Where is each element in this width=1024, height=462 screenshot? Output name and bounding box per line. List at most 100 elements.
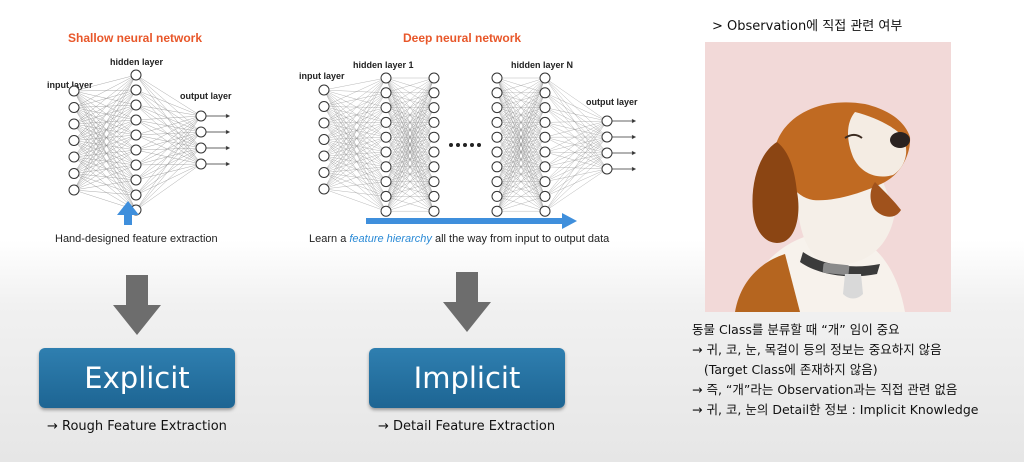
neuron-node (318, 117, 330, 129)
down-arrow-icon (113, 275, 161, 335)
note-line: → 귀, 코, 눈의 Detail한 정보 : Implicit Knowled… (692, 402, 979, 417)
neuron-node (539, 72, 551, 84)
neuron-node (380, 146, 392, 158)
neuron-node (491, 146, 503, 158)
neuron-node (491, 205, 503, 217)
neuron-node (428, 190, 440, 202)
neuron-node (68, 118, 80, 130)
explicit-caption: → Rough Feature Extraction (47, 419, 227, 434)
neuron-node (428, 102, 440, 114)
neuron-node (601, 147, 613, 159)
neuron-node (428, 131, 440, 143)
neuron-node (380, 102, 392, 114)
neuron-node (195, 126, 207, 138)
neuron-node (68, 168, 80, 179)
shallow-network-diagram (68, 69, 231, 225)
feature-up-arrow-icon (117, 201, 139, 225)
neuron-node (491, 131, 503, 143)
neuron-node (380, 205, 392, 217)
note-line: → 귀, 코, 눈, 목걸이 등의 정보는 중요하지 않음 (692, 342, 942, 357)
neuron-node (539, 116, 551, 128)
neuron-node (130, 174, 142, 186)
shallow-input-layer-label: input layer (47, 80, 93, 90)
neuron-node (130, 129, 142, 141)
deep-network-diagram (318, 72, 637, 229)
shallow-nn-title: Shallow neural network (68, 31, 203, 45)
neuron-node (539, 176, 551, 188)
neuron-node (68, 85, 80, 97)
neuron-node (380, 131, 392, 143)
neuron-node (195, 110, 207, 122)
neuron-node (428, 146, 440, 158)
neuron-node (428, 161, 440, 173)
neuron-node (491, 72, 503, 84)
neuron-node (380, 116, 392, 128)
observation-title: > Observation에 직접 관련 여부 (712, 19, 903, 34)
shallow-output-layer-label: output layer (180, 91, 232, 101)
neuron-node (380, 176, 392, 188)
neuron-node (380, 190, 392, 202)
neuron-node (68, 184, 80, 196)
observation-notes: 동물 Class를 분류할 때 “개” 임이 중요 → 귀, 코, 눈, 목걸이… (692, 320, 978, 420)
neuron-node (539, 131, 551, 143)
neuron-node (491, 87, 503, 99)
neuron-node (601, 115, 613, 127)
neuron-node (601, 131, 613, 143)
neuron-node (539, 146, 551, 158)
shallow-hidden-layer-label: hidden layer (110, 57, 164, 67)
note-line: 동물 Class를 분류할 때 “개” 임이 중요 (692, 322, 900, 337)
deep-hiddenN-label: hidden layer N (511, 60, 574, 70)
neuron-node (428, 116, 440, 128)
beagle-photo (705, 42, 951, 312)
deep-nn-title: Deep neural network (403, 31, 522, 45)
neuron-node (491, 102, 503, 114)
neuron-node (130, 159, 142, 171)
neuron-node (491, 190, 503, 202)
neuron-node (195, 158, 207, 170)
neuron-node (428, 87, 440, 99)
neuron-node (428, 176, 440, 188)
neuron-node (539, 190, 551, 202)
neuron-node (428, 205, 440, 217)
note-line: → 즉, “개”라는 Observation과는 직접 관련 없음 (692, 382, 958, 397)
neuron-node (539, 161, 551, 173)
neuron-node (68, 151, 80, 163)
neuron-node (318, 101, 330, 112)
neuron-node (130, 114, 142, 126)
shallow-caption: Hand-designed feature extraction (55, 233, 218, 245)
neuron-node (318, 150, 330, 162)
neuron-node (539, 87, 551, 99)
neuron-node (130, 144, 142, 156)
neuron-node (380, 72, 392, 84)
neuron-node (130, 99, 142, 111)
neuron-node (491, 161, 503, 173)
implicit-box: Implicit (369, 348, 565, 408)
neuron-node (318, 134, 330, 145)
neuron-node (318, 167, 330, 178)
neuron-node (318, 183, 330, 195)
neuron-node (380, 87, 392, 99)
deep-hidden1-label: hidden layer 1 (353, 60, 414, 70)
neuron-node (130, 69, 142, 81)
neuron-node (601, 163, 613, 175)
ellipsis-dots-icon (449, 143, 481, 147)
implicit-caption: → Detail Feature Extraction (378, 419, 556, 434)
neuron-node (491, 176, 503, 188)
neuron-node (428, 72, 440, 84)
neuron-node (68, 135, 80, 146)
feature-hierarchy-arrow-icon (366, 213, 577, 229)
neuron-node (130, 84, 142, 96)
neuron-node (195, 142, 207, 154)
neuron-node (68, 102, 80, 113)
neuron-node (130, 189, 142, 201)
deep-input-layer-label: input layer (299, 71, 345, 81)
neuron-node (491, 116, 503, 128)
neuron-node (539, 102, 551, 114)
explicit-box: Explicit (39, 348, 235, 408)
deep-caption: Learn a feature hierarchy all the way fr… (309, 233, 610, 245)
neuron-node (380, 161, 392, 173)
neuron-node (539, 205, 551, 217)
neuron-node (318, 84, 330, 96)
down-arrow-icon (443, 272, 491, 332)
deep-output-layer-label: output layer (586, 97, 638, 107)
